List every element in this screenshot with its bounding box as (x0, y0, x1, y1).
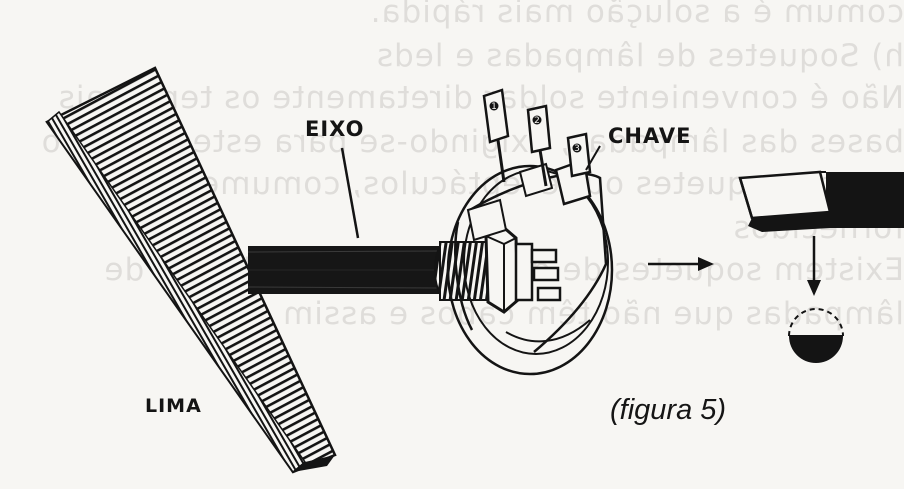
shaft (247, 243, 454, 297)
file-tool (45, 66, 337, 474)
arrow-down-icon (807, 236, 821, 296)
arrow-right-icon (648, 257, 714, 271)
terminal (526, 104, 552, 187)
terminal (482, 88, 510, 183)
cross-section-detail (788, 308, 844, 363)
shaft-end-detail (738, 170, 904, 232)
hex-nut (484, 224, 534, 314)
potentiometer-switch (446, 88, 614, 376)
label-chave: CHAVE (608, 124, 692, 148)
label-eixo: EIXO (305, 117, 365, 141)
figure-caption: (figura 5) (610, 394, 727, 426)
terminal (566, 132, 592, 178)
eixo-leader-line (340, 147, 360, 239)
chave-leader-line (585, 145, 601, 171)
label-lima: LIMA (145, 395, 202, 417)
